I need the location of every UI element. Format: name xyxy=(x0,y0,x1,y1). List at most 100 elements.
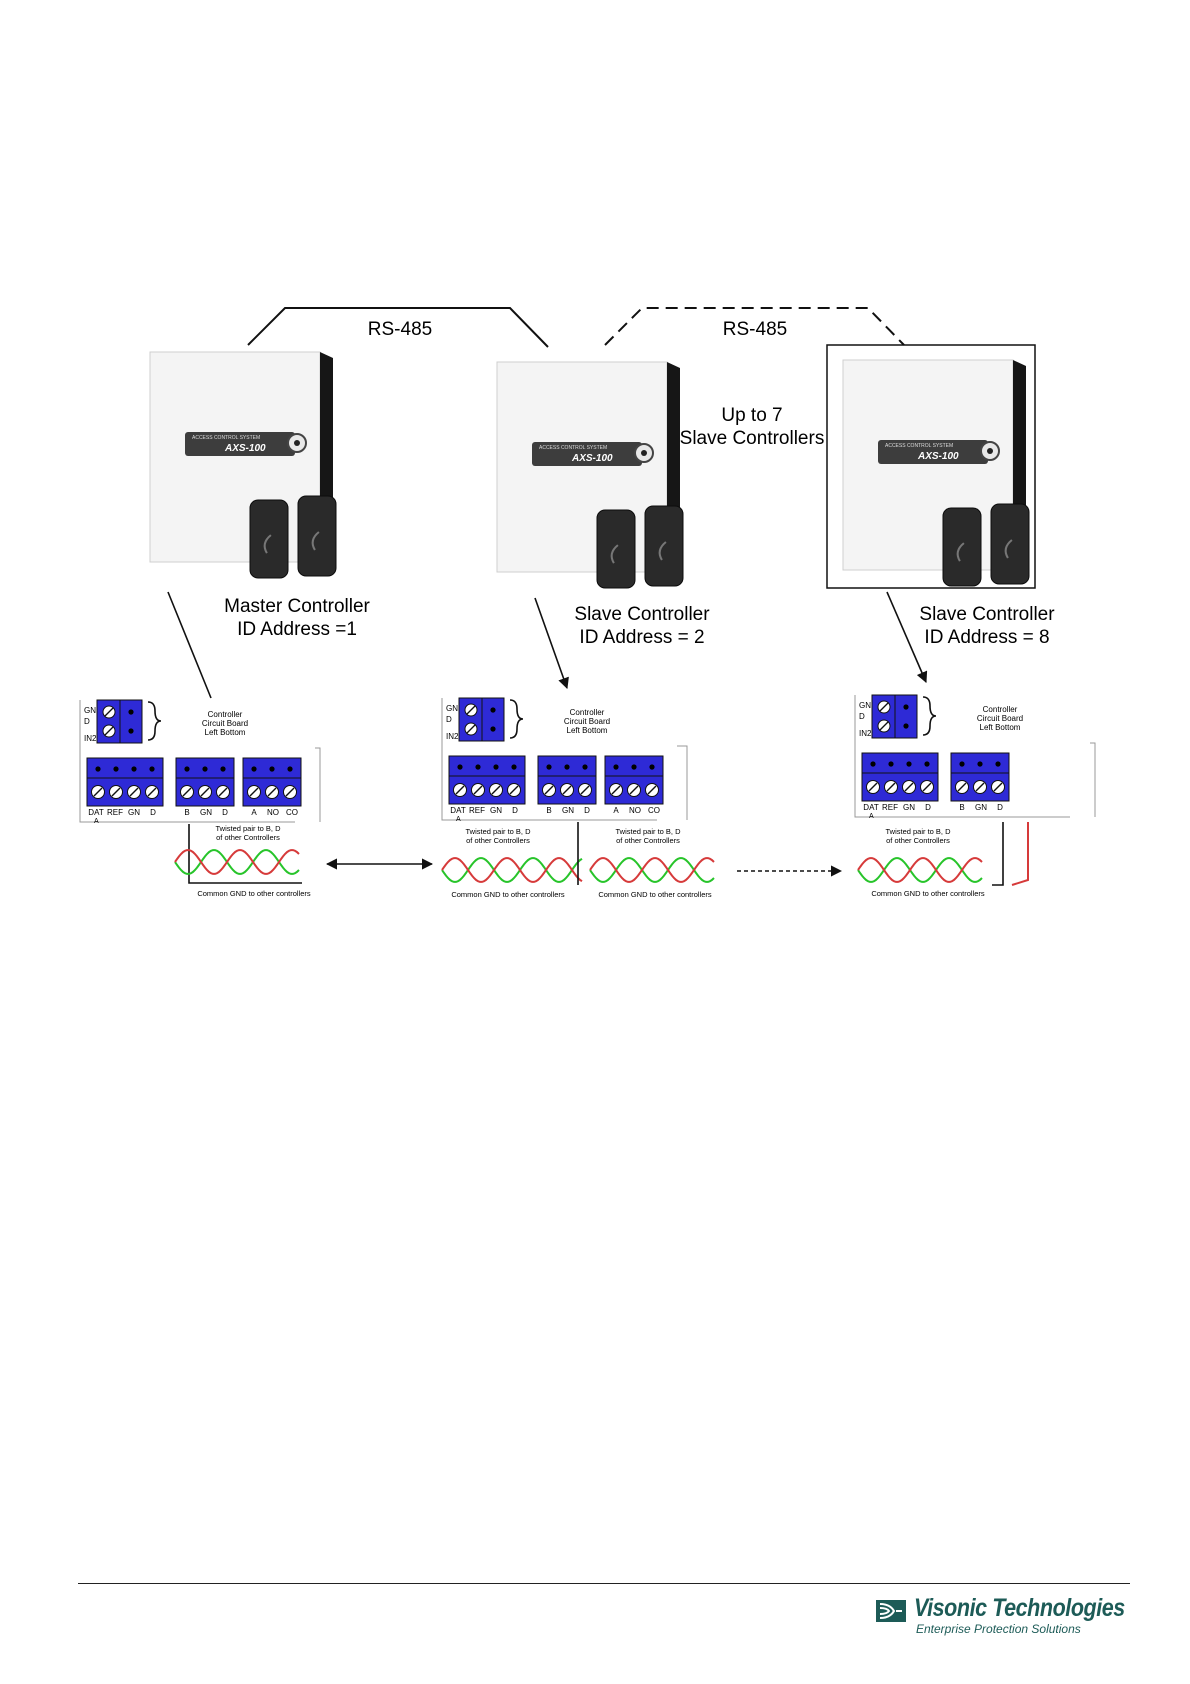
screw-slot xyxy=(562,785,572,795)
pointer-slave-8 xyxy=(886,591,928,684)
terminal-dot xyxy=(457,764,463,770)
terminal-label: NO xyxy=(267,808,279,817)
terminal-dot xyxy=(906,761,912,767)
twisted-pair-note: of other Controllers xyxy=(886,836,950,845)
terminal-label: D xyxy=(997,803,1003,812)
cabinet-caption: ACCESS CONTROL SYSTEM xyxy=(192,435,260,441)
twisted-pair-wire xyxy=(174,849,300,875)
terminal-label: CO xyxy=(286,808,298,817)
rs485-link-master-to-slave xyxy=(247,307,549,348)
twisted-pair-note: Twisted pair to B, D xyxy=(465,827,531,836)
twisted-pair-wire xyxy=(857,857,983,883)
board-outline xyxy=(79,700,295,823)
board-outline-right xyxy=(677,745,688,820)
screw-slot xyxy=(218,787,228,797)
screw-slot xyxy=(922,782,932,792)
cabinet-brand: AXS-100 xyxy=(917,451,959,462)
screw-slot xyxy=(267,787,277,797)
card-reader-icon xyxy=(249,499,289,579)
common-gnd-note: Common GND to other controllers xyxy=(197,889,311,898)
twisted-pair-wire xyxy=(589,857,715,883)
footer-rule xyxy=(78,1583,1130,1584)
twisted-pair-wire xyxy=(174,849,300,875)
controller-role-slave-8: Slave Controller xyxy=(919,604,1055,625)
pin-label-in2: IN2 xyxy=(84,734,97,743)
terminal-label-sub: A xyxy=(456,816,461,823)
controller-role-master: Master Controller xyxy=(224,596,370,617)
cabinet-nameplate xyxy=(878,440,988,464)
brace-icon xyxy=(509,699,524,739)
terminal-label: D xyxy=(222,808,228,817)
terminal-label: D xyxy=(512,806,518,815)
board-note: Left Bottom xyxy=(980,723,1021,732)
controller-role-slave-2: Slave Controller xyxy=(574,604,710,625)
terminal-dot xyxy=(128,709,134,715)
common-gnd-note: Common GND to other controllers xyxy=(871,889,985,898)
terminal-dot xyxy=(128,728,134,734)
screw-slot xyxy=(455,785,465,795)
cabinet-front xyxy=(842,359,1014,571)
board-note: Circuit Board xyxy=(202,719,248,728)
terminal-label: DAT xyxy=(450,806,466,815)
terminal-label: B xyxy=(959,803,964,812)
terminal-label: GN xyxy=(200,808,212,817)
card-reader-mark-icon xyxy=(610,544,619,564)
controller-id-master: ID Address =1 xyxy=(237,619,357,640)
twisted-pair-wire xyxy=(589,857,715,883)
card-reader-mark-icon xyxy=(658,541,667,561)
screw-slot xyxy=(466,705,476,715)
terminal-dot xyxy=(131,766,137,772)
terminal-dot xyxy=(475,764,481,770)
common-gnd-wire xyxy=(188,824,302,884)
card-reader-mark-icon xyxy=(1004,539,1013,559)
cabinet-nameplate xyxy=(532,442,642,466)
screw-slot xyxy=(580,785,590,795)
card-reader-mark-icon xyxy=(263,534,272,554)
terminal-label: GN xyxy=(975,803,987,812)
screw-slot xyxy=(491,785,501,795)
terminal-dot xyxy=(613,764,619,770)
lock-keyhole-icon xyxy=(987,448,993,454)
screw-slot xyxy=(104,707,114,717)
common-gnd-wire xyxy=(992,822,1004,886)
terminal-dot xyxy=(631,764,637,770)
rs485-label-1: RS-485 xyxy=(368,319,432,340)
terminal-dot xyxy=(287,766,293,772)
terminal-label: NO xyxy=(629,806,641,815)
terminal-dot xyxy=(269,766,275,772)
terminal-dot xyxy=(490,726,496,732)
terminal-dot xyxy=(511,764,517,770)
twisted-pair-wire xyxy=(441,857,583,883)
terminal-dot xyxy=(870,761,876,767)
controller-id-slave-2: ID Address = 2 xyxy=(579,627,704,648)
pointer-slave-2 xyxy=(534,597,569,690)
slave-8-frame xyxy=(826,344,1036,589)
board-outline xyxy=(854,695,1070,818)
screw-slot xyxy=(93,787,103,797)
board-note: Controller xyxy=(570,708,605,717)
twisted-pair-note: Twisted pair to B, D xyxy=(615,827,681,836)
terminal-label: B xyxy=(184,808,189,817)
board-note: Left Bottom xyxy=(567,726,608,735)
board-note: Controller xyxy=(208,710,243,719)
twisted-pair-note: of other Controllers xyxy=(616,836,680,845)
brace-icon xyxy=(147,701,162,741)
rs485-label-2: RS-485 xyxy=(723,319,787,340)
footer-tagline: Enterprise Protection Solutions xyxy=(916,1622,1081,1636)
terminal-dot xyxy=(888,761,894,767)
pin-label-d: D xyxy=(446,715,452,724)
screw-slot xyxy=(868,782,878,792)
terminal-label: REF xyxy=(469,806,485,815)
common-gnd-note: Common GND to other controllers xyxy=(598,890,712,899)
screw-slot xyxy=(200,787,210,797)
visonic-logo: Visonic Technologies Enterprise Protecti… xyxy=(876,1594,1136,1636)
terminal-label-sub: A xyxy=(869,813,874,820)
card-reader-icon xyxy=(596,509,636,589)
card-reader-icon xyxy=(990,503,1030,585)
screw-slot xyxy=(466,724,476,734)
